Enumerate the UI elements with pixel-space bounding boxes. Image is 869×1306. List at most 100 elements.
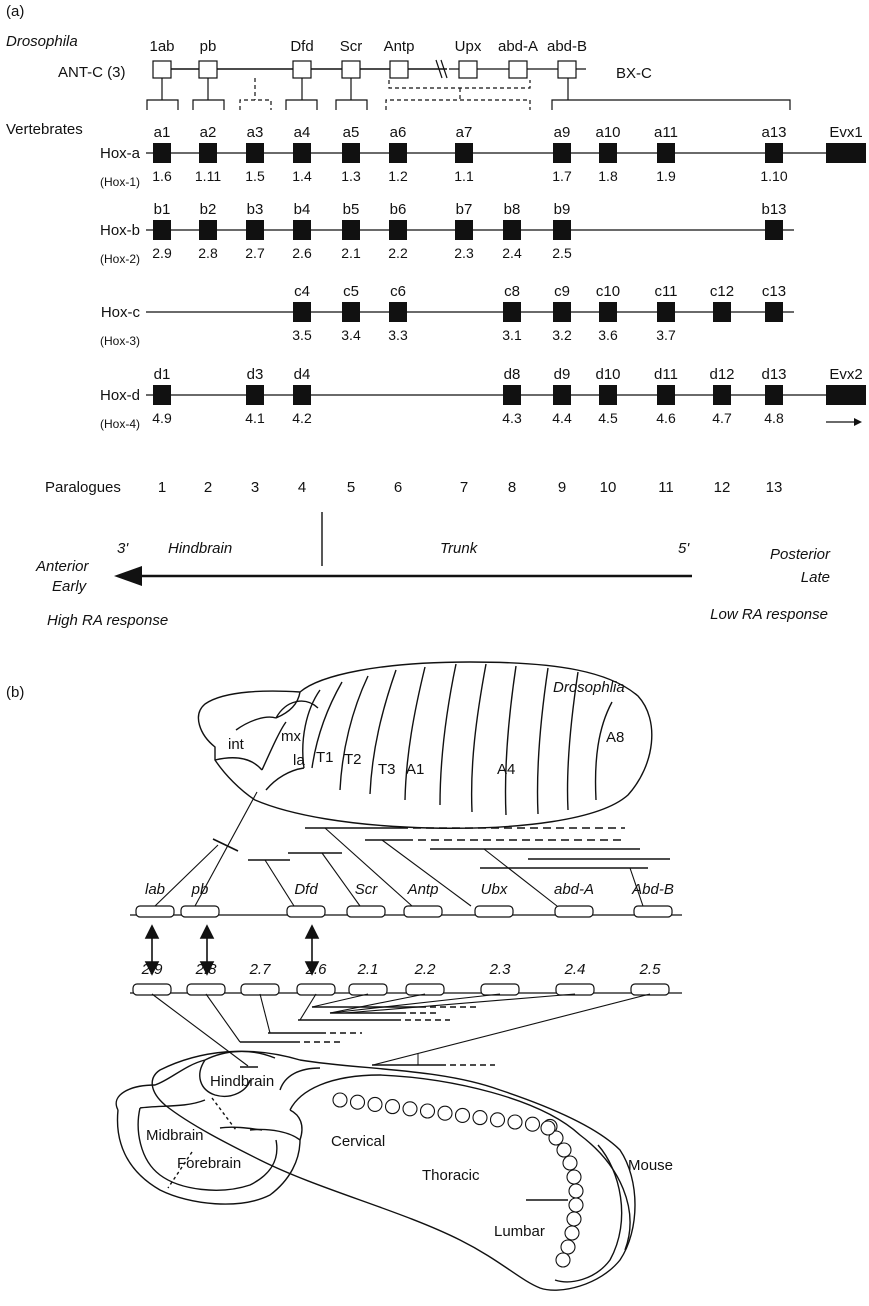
- gene-old-label: 1.10: [760, 168, 787, 184]
- gene-old-label: 3.7: [656, 327, 676, 343]
- gene-label: a7: [456, 124, 473, 141]
- region-lumbar: Lumbar: [494, 1223, 545, 1240]
- hox-gene-c4: [293, 302, 311, 322]
- gene-label: d3: [247, 366, 264, 383]
- gene-label: b5: [343, 201, 360, 218]
- hox-gene-a9: [553, 143, 571, 163]
- hox-gene-a11: [657, 143, 675, 163]
- segment-la: la: [293, 752, 305, 769]
- fly-gene-box: [181, 906, 219, 917]
- gene-label: b6: [390, 201, 407, 218]
- gene-label: b9: [554, 201, 571, 218]
- gene-old-label: 1.3: [341, 168, 361, 184]
- transcription-arrowhead: [854, 418, 862, 426]
- cluster-hox-c: Hox-c(Hox-3)c43.5c53.4c63.3c83.1c93.2c10…: [100, 283, 794, 348]
- early-label: Early: [52, 578, 88, 595]
- three-prime-label: 3': [117, 540, 129, 557]
- hox-gene-c13: [765, 302, 783, 322]
- gene-label: a13: [761, 124, 786, 141]
- gene-old-label: 3.3: [388, 327, 408, 343]
- gene-old-label: 4.2: [292, 410, 312, 426]
- gene-label: c12: [710, 283, 734, 300]
- fly-gene-box: [509, 61, 527, 78]
- gene-label: a11: [654, 124, 678, 141]
- gene-old-label: 4.8: [764, 410, 784, 426]
- somite: [556, 1253, 570, 1267]
- gene-label: a4: [294, 124, 311, 141]
- panel-a-label: (a): [6, 3, 24, 20]
- gene-label: a6: [390, 124, 407, 141]
- gene-old-label: 4.3: [502, 410, 522, 426]
- gene-label: d13: [761, 366, 786, 383]
- cluster-old-name: (Hox-1): [100, 175, 140, 189]
- fly-gene-label: 1ab: [149, 38, 174, 55]
- hox-gene-a2: [199, 143, 217, 163]
- drosophila-hom-cluster: [153, 60, 586, 78]
- gene-old-label: 1.8: [598, 168, 618, 184]
- panel-b-label: (b): [6, 684, 24, 701]
- somite: [351, 1095, 365, 1109]
- fly-gene-label: Antp: [384, 38, 415, 55]
- gene-label: d11: [654, 366, 678, 383]
- vertebrates-label: Vertebrates: [6, 121, 83, 138]
- mouse-gene-box: [187, 984, 225, 995]
- fly-gene-name: Scr: [355, 881, 379, 898]
- gene-old-label: 2.4: [502, 245, 522, 261]
- hox-gene-d10: [599, 385, 617, 405]
- mouse-gene-connectors: [152, 994, 650, 1066]
- embryo-segment-labels: int mx la T1 T2 T3 A1 A4 A8: [228, 728, 624, 778]
- somite: [541, 1121, 555, 1135]
- fly-gene-name: Antp: [407, 881, 439, 898]
- gene-label: d1: [154, 366, 171, 383]
- evx-gene-box: [826, 385, 866, 405]
- mouse-gene-name: 2.7: [249, 961, 272, 978]
- gene-old-label: 2.2: [388, 245, 408, 261]
- hox-gene-d11: [657, 385, 675, 405]
- gene-label: a2: [200, 124, 217, 141]
- somite: [386, 1100, 400, 1114]
- mouse-expression-domains: [240, 1007, 495, 1067]
- somite: [569, 1184, 583, 1198]
- gene-label: c13: [762, 283, 786, 300]
- vertebrate-hox-clusters: Hox-a(Hox-1)a11.6a21.11a31.5a41.4a51.3a6…: [100, 124, 866, 431]
- gene-old-label: 2.5: [552, 245, 572, 261]
- somite: [565, 1226, 579, 1240]
- mouse-gene-name: 2.4: [564, 961, 586, 978]
- fly-gene-name: lab: [145, 881, 165, 898]
- trunk-axis-label: Trunk: [440, 540, 479, 557]
- low-ra-label: Low RA response: [710, 606, 828, 623]
- gene-old-label: 1.4: [292, 168, 312, 184]
- drosophila-label: Drosophila: [6, 33, 78, 50]
- fly-gene-name: pb: [191, 881, 209, 898]
- hox-gene-a10: [599, 143, 617, 163]
- paralogue-number: 13: [766, 479, 783, 496]
- region-forebrain: Forebrain: [177, 1155, 241, 1172]
- somite: [368, 1097, 382, 1111]
- mouse-gene-name: 2.3: [489, 961, 512, 978]
- gene-label: c8: [504, 283, 520, 300]
- hox-gene-b5: [342, 220, 360, 240]
- hox-gene-b9: [553, 220, 571, 240]
- hox-gene-c10: [599, 302, 617, 322]
- gene-label: c9: [554, 283, 570, 300]
- fly-gene-box: [459, 61, 477, 78]
- fly-gene-box: [293, 61, 311, 78]
- fly-gene-name: Abd-B: [631, 881, 674, 898]
- fly-gene-box: [475, 906, 513, 917]
- hox-gene-d9: [553, 385, 571, 405]
- cluster-old-name: (Hox-3): [100, 334, 140, 348]
- gene-old-label: 3.1: [502, 327, 522, 343]
- fly-gene-name: abd-A: [554, 881, 594, 898]
- late-label: Late: [801, 569, 830, 586]
- gene-label: a5: [343, 124, 360, 141]
- gene-label: d8: [504, 366, 521, 383]
- segment-int: int: [228, 736, 245, 753]
- fly-gene-box: [342, 61, 360, 78]
- fly-gene-name: Dfd: [294, 881, 318, 898]
- gene-old-label: 4.9: [152, 410, 172, 426]
- hox-gene-d4: [293, 385, 311, 405]
- gene-label: c5: [343, 283, 359, 300]
- somite: [491, 1113, 505, 1127]
